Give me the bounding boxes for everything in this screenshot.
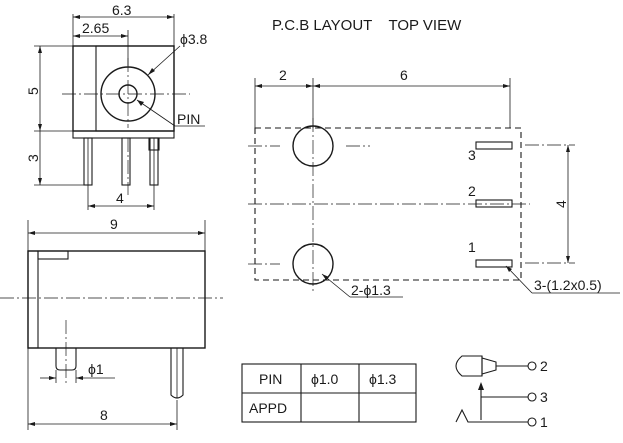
dim-pcb-left: 2 [279, 67, 287, 83]
front-view: 6.3 2.65 ϕ3.8 PIN 5 3 4 [25, 2, 208, 210]
table-cell-r0c2: ϕ1.3 [369, 371, 397, 387]
schematic-label-2: 2 [540, 358, 548, 374]
front-base-strip [72, 130, 175, 139]
schematic-label-1: 1 [540, 414, 548, 430]
pin-diameter-label: ϕ1 [88, 361, 104, 377]
pcb-hole-bottom [292, 243, 334, 285]
dim-height: 5 [25, 87, 41, 95]
dim-pcb-right: 6 [400, 67, 408, 83]
dim-pin-length: 3 [25, 154, 41, 162]
hole-diameter-label: ϕ3.8 [180, 31, 208, 47]
side-body [27, 250, 206, 349]
pcb-slot-2 [475, 199, 513, 208]
table-cell-r0c0: PIN [259, 371, 282, 387]
dim-bottom-length: 8 [100, 407, 108, 423]
dim-pin-spacing: 4 [116, 190, 124, 206]
side-view: 9 ϕ1 8 [0, 216, 223, 430]
hole-count-label: 2-ϕ1.3 [351, 282, 391, 298]
front-pin-center [121, 137, 131, 186]
jack-schematic: 2 3 1 [455, 355, 548, 430]
slot-count-label: 3-(1.2x0.5) [534, 277, 602, 293]
front-body [72, 45, 175, 132]
pcb-layout: 2 6 3 2 1 4 2-ϕ1.3 [248, 67, 620, 298]
table-cell-r0c1: ϕ1.0 [311, 371, 339, 387]
pad-number-3: 3 [468, 147, 476, 163]
pad-number-1: 1 [468, 239, 476, 255]
drawing-title: P.C.B LAYOUT TOP VIEW [272, 17, 462, 34]
dim-center-offset: 2.65 [82, 20, 109, 36]
schematic-label-3: 3 [540, 389, 548, 405]
pcb-slot-3 [475, 141, 513, 150]
dim-width: 6.3 [112, 2, 132, 18]
pin-label: PIN [177, 111, 200, 127]
pcb-slot-1 [475, 259, 513, 268]
dim-length: 9 [110, 216, 118, 232]
dim-pcb-vertical: 4 [553, 200, 569, 208]
pcb-hole-top [292, 125, 334, 167]
table-cell-r1c0: APPD [249, 400, 287, 416]
pad-number-2: 2 [468, 183, 476, 199]
material-table: PIN ϕ1.0 ϕ1.3 APPD [241, 363, 417, 423]
